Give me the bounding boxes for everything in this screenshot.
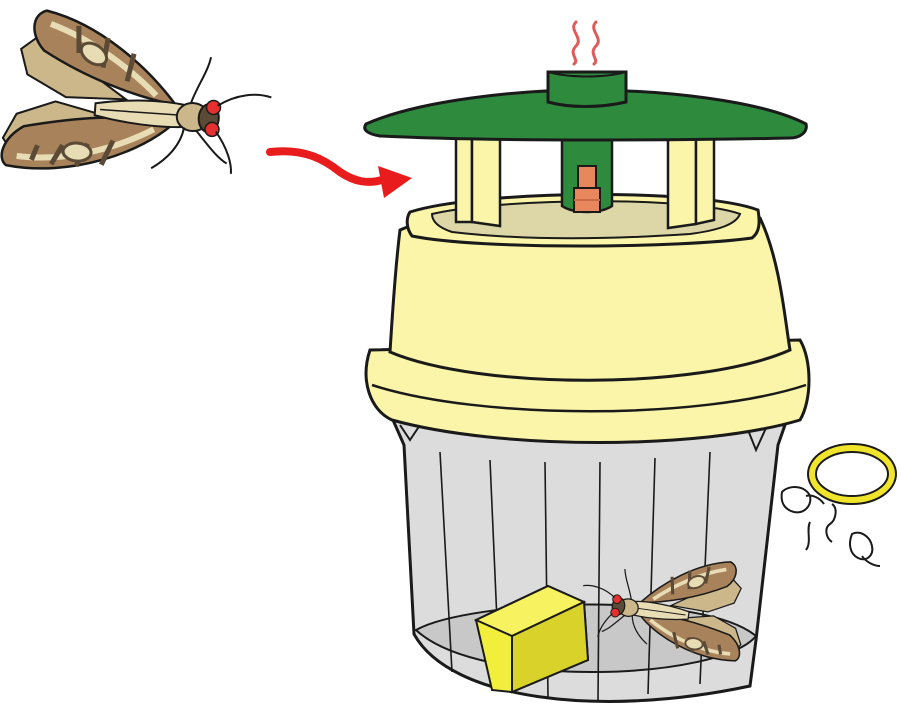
ring-icon <box>812 448 892 500</box>
curved-arrow-icon <box>270 151 412 198</box>
scent-wave-icon <box>573 22 598 64</box>
bucket-body <box>366 194 809 442</box>
trap-cap <box>365 72 807 140</box>
pheromone-lure <box>574 166 600 212</box>
moth-icon <box>1 8 276 184</box>
